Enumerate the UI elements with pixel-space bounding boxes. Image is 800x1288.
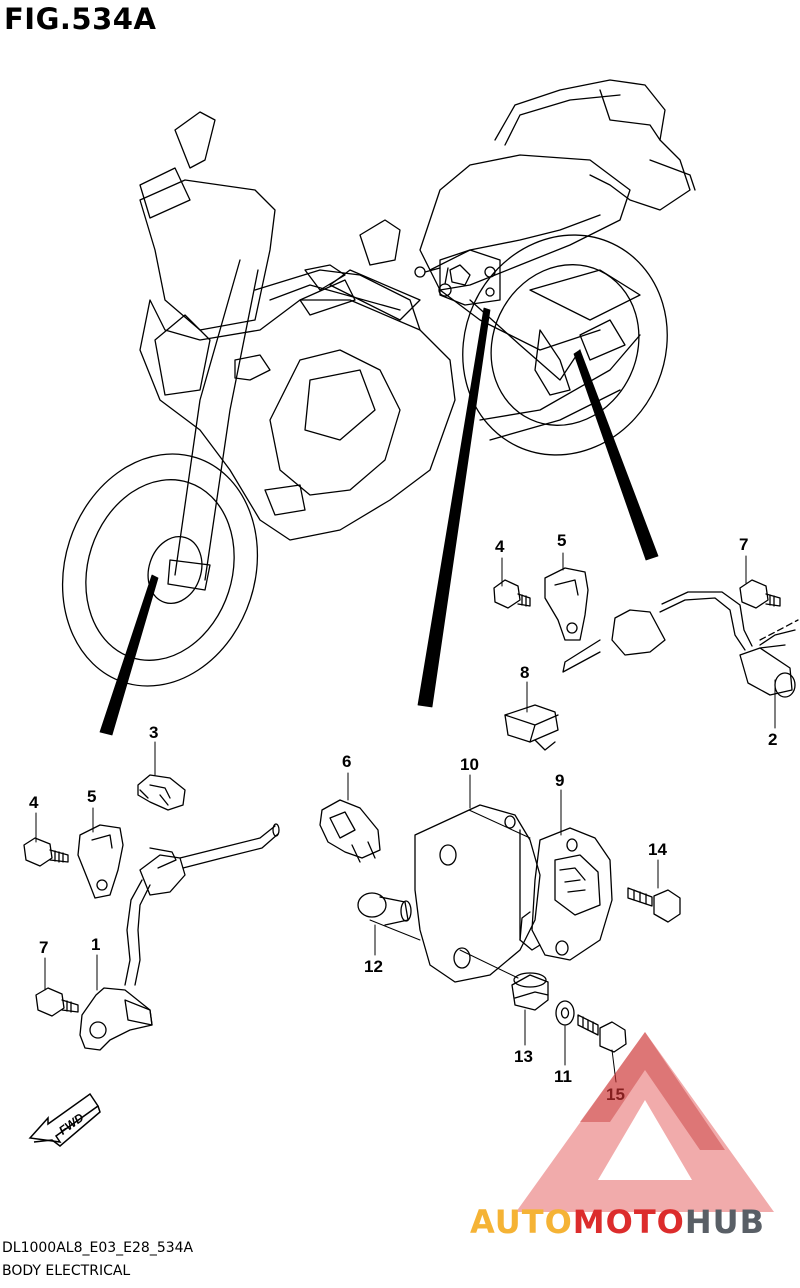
callout-labels: 1 2 3 4 4 5 5 6 7 7 8 9 10 11 12 13 14 1…	[29, 531, 777, 1104]
rear-wheel-speed-sensor-2	[562, 591, 796, 698]
bracket-5-left	[77, 824, 124, 899]
motorcycle-illustration	[61, 79, 696, 687]
callout-11: 11	[554, 1067, 572, 1086]
grommet-13	[511, 972, 549, 1011]
diagram-description: BODY ELECTRICAL	[2, 1263, 131, 1279]
front-wheel-speed-sensor-1	[79, 823, 280, 1051]
callout-3: 3	[149, 723, 158, 742]
callout-1: 1	[91, 935, 100, 954]
bracket-plate-10	[414, 804, 541, 983]
callout-4-right: 4	[495, 537, 505, 556]
fwd-arrow-icon: FWD	[28, 1092, 101, 1147]
callout-15: 15	[606, 1085, 625, 1104]
callout-2: 2	[768, 730, 777, 749]
callout-13: 13	[514, 1047, 533, 1066]
callout-5-right: 5	[557, 531, 566, 550]
watermark-text: AUTOMOTOHUB	[470, 1203, 766, 1241]
callout-12: 12	[364, 957, 383, 976]
bolt-15	[577, 1014, 627, 1053]
watermark-logo	[516, 1032, 774, 1212]
bolt-7-left	[35, 987, 79, 1017]
bolt-4-right	[493, 579, 531, 609]
bolt-7-right	[739, 579, 781, 609]
sensor-unit-9	[519, 827, 613, 961]
callout-14: 14	[648, 840, 667, 859]
callout-6: 6	[342, 752, 351, 771]
collar-12	[357, 892, 412, 926]
pointer-wedges	[99, 307, 659, 736]
diagram-code: DL1000AL8_E03_E28_534A	[2, 1240, 194, 1256]
callout-7-left: 7	[39, 938, 48, 957]
leader-lines	[35, 552, 776, 1083]
callout-4-left: 4	[29, 793, 39, 812]
callout-5-left: 5	[87, 787, 96, 806]
connector-8	[504, 704, 559, 751]
dashed-line	[759, 619, 799, 641]
clamp-6	[319, 799, 381, 863]
washer-11	[555, 1000, 575, 1026]
callout-7-right: 7	[739, 535, 748, 554]
figure-title: FIG.534A	[4, 2, 157, 36]
clip-3	[137, 774, 186, 811]
bracket-5-right	[544, 567, 589, 641]
bolt-14	[627, 887, 681, 923]
callout-8: 8	[520, 663, 529, 682]
bolt-4-left	[23, 837, 69, 867]
callout-9: 9	[555, 771, 564, 790]
callout-10: 10	[460, 755, 479, 774]
